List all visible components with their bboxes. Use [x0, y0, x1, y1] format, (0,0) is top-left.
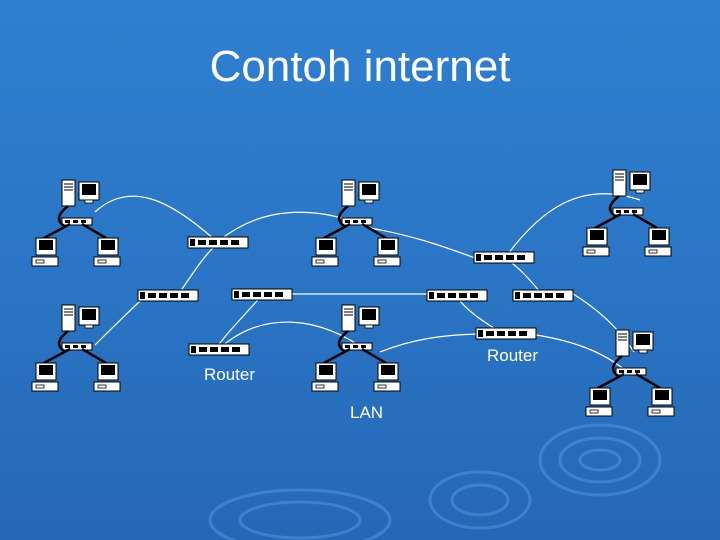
- lan-cluster-bottom-right: [586, 330, 674, 416]
- link-lan1-router: [94, 195, 216, 241]
- lan-cluster-bottom-left: [32, 305, 120, 391]
- water-ripple-decoration: [208, 423, 662, 540]
- link-router-top-lan5: [504, 193, 641, 259]
- router-label-right: Router: [487, 346, 539, 365]
- hub-right: [512, 289, 574, 302]
- router-top-right: [473, 251, 535, 264]
- router-label-left: Router: [204, 365, 256, 384]
- link-router-left-lan4: [217, 321, 369, 353]
- link-hub2-router: [214, 291, 266, 351]
- hub-center-right: [426, 289, 488, 302]
- hub-center-left: [231, 288, 293, 301]
- router-bottom-left: [188, 343, 250, 356]
- lan-label: LAN: [350, 403, 384, 422]
- lan-cluster-bottom-center: [312, 305, 400, 391]
- slide-title: Contoh internet: [209, 42, 511, 91]
- lan-cluster-top-left: [32, 180, 120, 266]
- router-top-left: [187, 236, 249, 249]
- lan-cluster-top-right: [583, 170, 671, 256]
- hub-left: [137, 289, 199, 302]
- link-router-right-lan4: [379, 333, 479, 353]
- link-hub4-lan6: [569, 291, 635, 353]
- network-links: [94, 193, 641, 371]
- router-bottom-right: [475, 327, 537, 340]
- lan-cluster-top-center: [312, 180, 400, 266]
- link-router-top-lan2: [369, 227, 476, 259]
- link-hub1-router: [179, 245, 216, 293]
- link-router-right-lan6: [529, 333, 626, 371]
